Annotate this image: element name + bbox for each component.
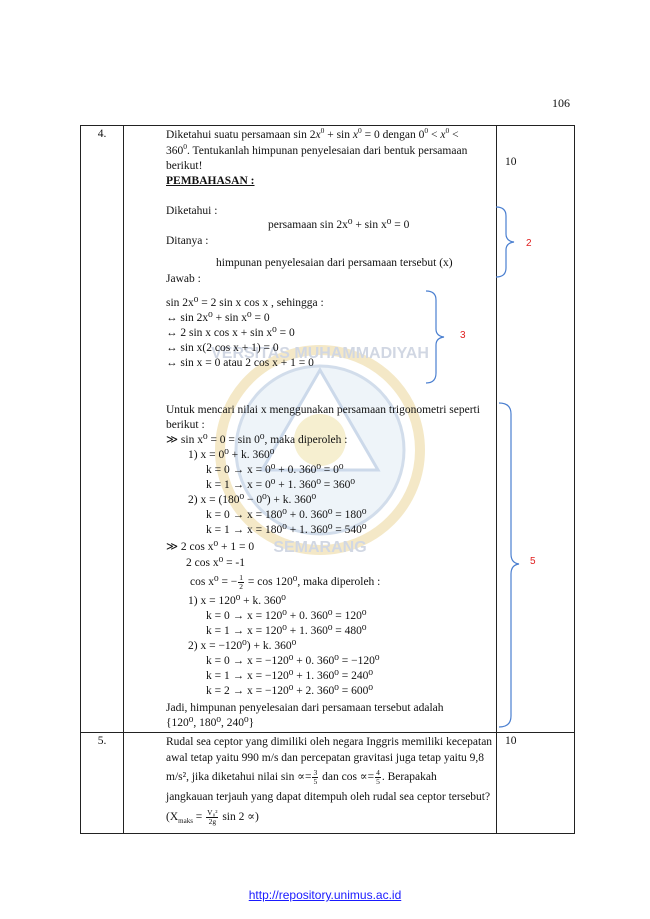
question-5-content: Rudal sea ceptor yang dimiliki oleh nega… [124, 733, 496, 833]
step-line: ↔ 2 sin x cos x + sin x⁰ = 0 [166, 327, 295, 339]
question-5-line1: Rudal sea ceptor yang dimiliki oleh nega… [166, 736, 493, 748]
question-4-intro-line1: Diketahui suatu persamaan sin 2x0 + sin … [166, 126, 459, 141]
mark-2: 2 [526, 238, 532, 249]
case1-line: 1) x = 0⁰ + k. 360⁰ [188, 449, 275, 461]
bracket-mark-3 [425, 290, 445, 384]
case1-line: k = 1 → x = 0⁰ + 1. 360⁰ = 360⁰ [206, 479, 356, 491]
case2-line: k = 0 → x = 120⁰ + 0. 360⁰ = 120⁰ [206, 610, 367, 622]
step-line: ↔ sin x(2 cos x + 1) = 0 [166, 342, 279, 354]
step-line: ↔ sin 2x⁰ + sin x⁰ = 0 [166, 312, 270, 324]
diketahui-label: Diketahui : [166, 205, 218, 217]
mark-5: 5 [530, 556, 536, 567]
case2-line: k = 2 → x = −120⁰ + 2. 360⁰ = 600⁰ [206, 685, 374, 697]
case2-line: k = 0 → x = −120⁰ + 0. 360⁰ = −120⁰ [206, 655, 380, 667]
jawab-label: Jawab : [166, 273, 201, 285]
question-4-content: Diketahui suatu persamaan sin 2x0 + sin … [124, 126, 532, 732]
step-line: sin 2x⁰ = 2 sin x cos x , sehingga : [166, 297, 324, 309]
step-line: ↔ sin x = 0 atau 2 cos x + 1 = 0 [166, 357, 314, 369]
question-number: 5. [97, 735, 107, 747]
diketahui-value: persamaan sin 2x⁰ + sin x⁰ = 0 [268, 219, 410, 231]
case1-line: k = 0 → x = 180⁰ + 0. 360⁰ = 180⁰ [206, 509, 367, 521]
case2-line1: 2 cos x⁰ = -1 [186, 557, 246, 569]
bracket-mark-2 [495, 206, 515, 278]
case2-line: k = 1 → x = 120⁰ + 1. 360⁰ = 480⁰ [206, 625, 367, 637]
questions-table: 4. Diketahui suatu persamaan sin 2x0 + s… [80, 125, 575, 834]
case1-line: k = 1 → x = 180⁰ + 1. 360⁰ = 540⁰ [206, 524, 367, 536]
case2-line: 1) x = 120⁰ + k. 360⁰ [188, 595, 286, 607]
method-line1: Untuk mencari nilai x menggunakan persam… [166, 404, 480, 416]
page-number: 106 [552, 96, 570, 110]
question-5-line2: awal tetap yaitu 990 m/s dan percepatan … [166, 752, 485, 764]
question-4-intro-line3: berikut! [166, 160, 203, 172]
method-line2: berikut : [166, 419, 205, 431]
mark-3: 3 [460, 330, 466, 341]
conclusion-line2: {120⁰, 180⁰, 240⁰} [166, 717, 255, 729]
solution-heading: PEMBAHASAN : [166, 175, 255, 187]
ditanya-label: Ditanya : [166, 235, 209, 247]
question-score: 10 [505, 735, 517, 747]
question-score: 10 [505, 156, 517, 168]
case1-line: k = 0 → x = 0⁰ + 0. 360⁰ = 0⁰ [206, 464, 344, 476]
case1-line: 2) x = (180⁰ − 0⁰) + k. 360⁰ [188, 494, 317, 506]
question-number: 4. [97, 128, 107, 140]
repository-link[interactable]: http://repository.unimus.ac.id [248, 888, 402, 902]
conclusion-line1: Jadi, himpunan penyelesaian dari persama… [166, 702, 444, 714]
case2-line: 2) x = −120⁰) + k. 360⁰ [188, 640, 297, 652]
bracket-mark-5 [498, 402, 520, 728]
question-5-line4: jangkauan terjauh yang dapat ditempuh ol… [166, 791, 491, 803]
question-4-intro-line2: 3600. Tentukanlah himpunan penyelesaian … [166, 142, 468, 157]
question-row-5: 5. Rudal sea ceptor yang dimiliki oleh n… [80, 732, 575, 834]
case2-line: k = 1 → x = −120⁰ + 1. 360⁰ = 240⁰ [206, 670, 374, 682]
case1-intro: ≫ sin x⁰ = 0 = sin 0⁰, maka diperoleh : [166, 434, 348, 446]
ditanya-value: himpunan penyelesaian dari persamaan ter… [216, 257, 453, 269]
case2-intro: ≫ 2 cos x⁰ + 1 = 0 [166, 541, 255, 553]
question-row-4: 4. Diketahui suatu persamaan sin 2x0 + s… [80, 125, 575, 733]
